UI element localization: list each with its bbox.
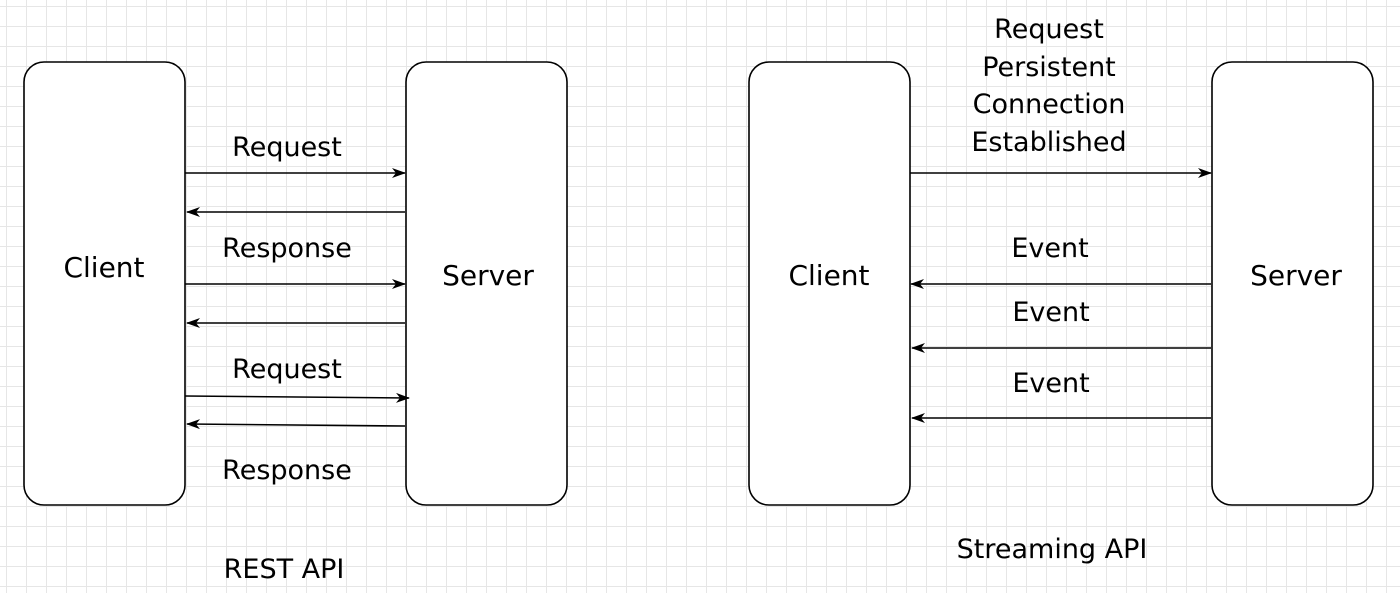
streaming-event-label-2: Event [1012,297,1089,328]
streaming-connect-label-line-2: Persistent [982,52,1116,83]
rest-request-label-2: Request [232,354,342,385]
streaming-connect-label-line-3: Connection [973,89,1126,120]
rest-request-arrow-3 [184,392,410,403]
streaming-server-box [1211,61,1374,506]
rest-client-label: Client [63,251,144,284]
rest-api-caption: REST API [224,554,345,585]
streaming-connect-label-line-4: Established [971,127,1126,158]
streaming-event-label-3: Event [1012,368,1089,399]
streaming-api-diagram: Client Server Request Persistent Connect… [748,14,1374,565]
rest-request-label-1: Request [232,132,342,163]
rest-response-arrow-3 [186,419,406,430]
rest-server-label: Server [442,259,534,292]
rest-api-diagram: Client Server Request Response Request R… [23,61,568,585]
rest-response-label-1: Response [222,233,352,264]
streaming-server-label: Server [1250,259,1342,292]
streaming-api-caption: Streaming API [957,534,1148,565]
streaming-client-label: Client [788,259,869,292]
rest-server-box [405,61,568,506]
streaming-connect-label-line-1: Request [994,14,1104,45]
streaming-event-label-1: Event [1011,233,1088,264]
rest-response-label-2: Response [222,455,352,486]
